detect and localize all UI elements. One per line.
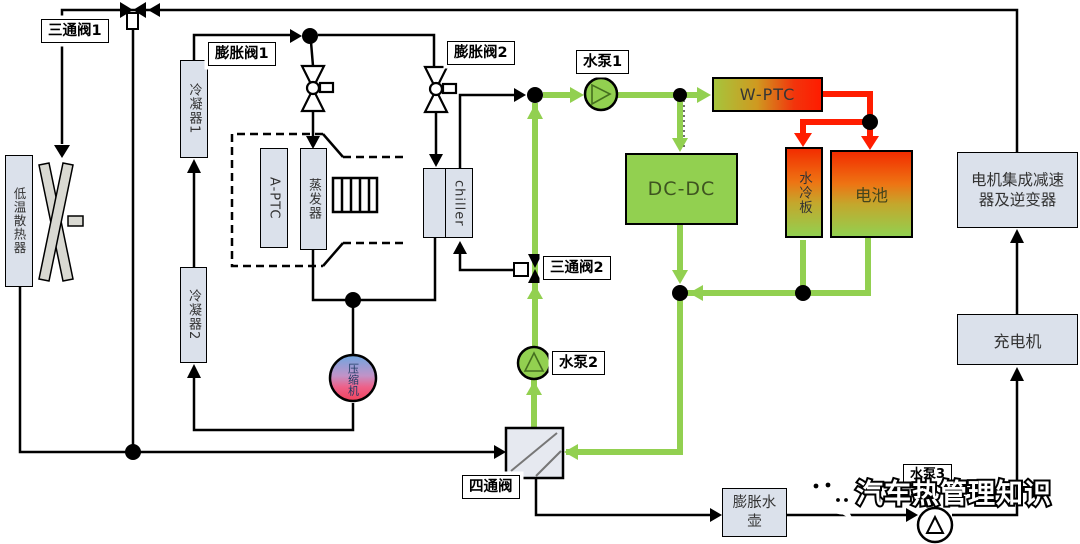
chiller-box: chiller	[423, 168, 473, 238]
junction-dots	[125, 28, 878, 460]
black-arrows	[54, 3, 1024, 522]
expansion-tank-box: 膨胀水壶	[722, 488, 787, 537]
four-way-valve-icon	[504, 426, 565, 480]
label-water-pump-2: 水泵2	[552, 351, 606, 376]
hvac-duct	[230, 132, 408, 268]
label-expansion-valve-2: 膨胀阀2	[447, 41, 515, 66]
heater-grille-icon	[331, 176, 379, 214]
label-expansion-valve-1: 膨胀阀1	[208, 42, 276, 67]
label-water-pump-1: 水泵1	[576, 50, 630, 75]
chiller-refrigerant-cell	[424, 169, 447, 237]
water-pump-3-icon	[916, 506, 954, 544]
condenser2-box: 冷凝器2	[180, 267, 207, 363]
fan-icon	[38, 162, 84, 282]
label-four-way-valve: 四通阀	[462, 475, 520, 500]
water-pump-1-icon	[583, 76, 619, 112]
three-way-valve-2-icon	[513, 254, 542, 283]
label-three-way-valve-1: 三通阀1	[41, 19, 109, 44]
battery-box: 电池	[830, 150, 913, 238]
compressor-label: 压缩机	[346, 362, 360, 396]
water-pump-2-icon	[516, 345, 552, 381]
radiator-box: 低温散热器	[5, 155, 33, 287]
cold-plate-box: 水冷板	[785, 147, 823, 238]
motor-unit-box: 电机集成减速器及逆变器	[957, 152, 1078, 228]
dc-dc-box: DC-DC	[625, 153, 738, 225]
expansion-valve-2-icon	[423, 65, 458, 114]
a-ptc-box: A-PTC	[260, 148, 288, 248]
black-pipes	[18, 8, 1019, 517]
chiller-label: chiller	[451, 179, 467, 227]
red-arrows	[794, 133, 879, 150]
evaporator-box: 蒸发器	[300, 148, 327, 250]
expansion-valve-1-icon	[300, 64, 335, 113]
label-water-pump-3: 水泵3	[903, 464, 953, 487]
label-three-way-valve-2: 三通阀2	[543, 256, 611, 281]
w-ptc-box: W-PTC	[712, 77, 823, 112]
charger-box: 充电机	[957, 314, 1078, 365]
condenser1-box: 冷凝器1	[180, 60, 208, 158]
compressor-icon	[328, 353, 378, 403]
three-way-valve-1-icon	[120, 2, 146, 30]
green-arrows	[526, 87, 711, 460]
